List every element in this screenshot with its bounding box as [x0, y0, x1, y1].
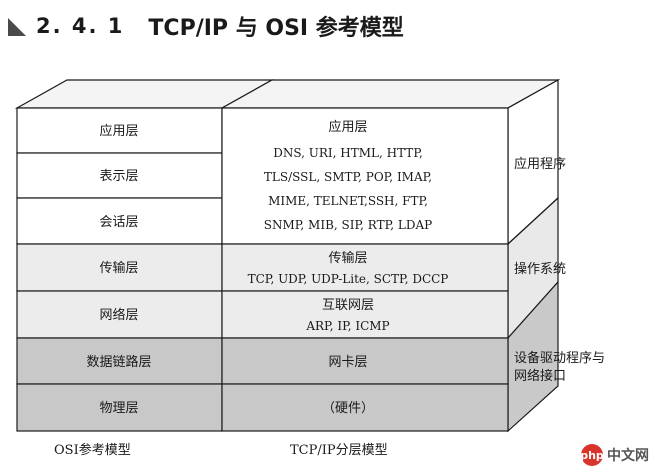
osi-label-application: 应用层 — [99, 123, 138, 139]
side-label-os: 操作系统 — [514, 261, 566, 277]
side-label-driver-1: 设备驱动程序与 — [514, 350, 605, 366]
osi-layer-network — [16, 290, 223, 339]
tcpip-hardware-title: （硬件） — [322, 401, 374, 416]
section-number: 2. 4. 1 — [36, 14, 125, 38]
tcpip-layer-application — [221, 107, 509, 245]
osi-layer-physical — [16, 383, 223, 432]
tcpip-transport-title: 传输层 — [328, 250, 367, 266]
tcpip-caption: TCP/IP分层模型 — [290, 443, 388, 458]
tcpip-link-title: 网卡层 — [328, 355, 367, 370]
tcpip-app-protocols-1: DNS, URI, HTML, HTTP, — [273, 146, 423, 160]
osi-label-transport: 传输层 — [99, 260, 138, 276]
side-label-driver-2: 网络接口 — [514, 368, 566, 384]
tcpip-layer-transport — [221, 243, 509, 292]
section-heading: 2. 4. 1 TCP/IP 与 OSI 参考模型 — [8, 8, 404, 44]
triangle-marker-icon — [8, 18, 26, 36]
tcpip-internet-protocols: ARP, IP, ICMP — [305, 319, 389, 333]
osi-label-datalink: 数据链路层 — [86, 354, 151, 370]
osi-layer-session — [16, 197, 223, 245]
section-title: TCP/IP 与 OSI 参考模型 — [148, 16, 404, 41]
tcpip-layer-internet — [221, 290, 509, 339]
osi-label-network: 网络层 — [99, 307, 138, 323]
osi-caption: OSI参考模型 — [54, 443, 131, 458]
tcpip-layer-hardware — [221, 383, 509, 432]
php-logo-icon: php — [580, 444, 604, 466]
site-watermark: php 中文网 — [580, 444, 649, 466]
osi-layer-transport — [16, 243, 223, 292]
osi-label-physical: 物理层 — [99, 401, 138, 416]
tcpip-transport-protocols: TCP, UDP, UDP-Lite, SCTP, DCCP — [248, 272, 449, 286]
tcpip-app-protocols-4: SNMP, MIB, SIP, RTP, LDAP — [264, 218, 432, 232]
tcpip-layer-link — [221, 337, 509, 385]
tcpip-top-face — [219, 79, 561, 109]
tcpip-app-title: 应用层 — [328, 119, 367, 135]
tcpip-internet-title: 互联网层 — [322, 298, 374, 313]
osi-label-session: 会话层 — [99, 215, 138, 230]
tcpip-app-protocols-3: MIME, TELNET,SSH, FTP, — [268, 194, 428, 208]
osi-layer-presentation — [16, 152, 223, 199]
tcpip-app-protocols-2: TLS/SSL, SMTP, POP, IMAP, — [264, 170, 432, 184]
side-label-apps: 应用程序 — [514, 156, 566, 172]
osi-label-presentation: 表示层 — [99, 169, 138, 184]
osi-layer-datalink — [16, 337, 223, 385]
watermark-text: 中文网 — [607, 448, 649, 464]
